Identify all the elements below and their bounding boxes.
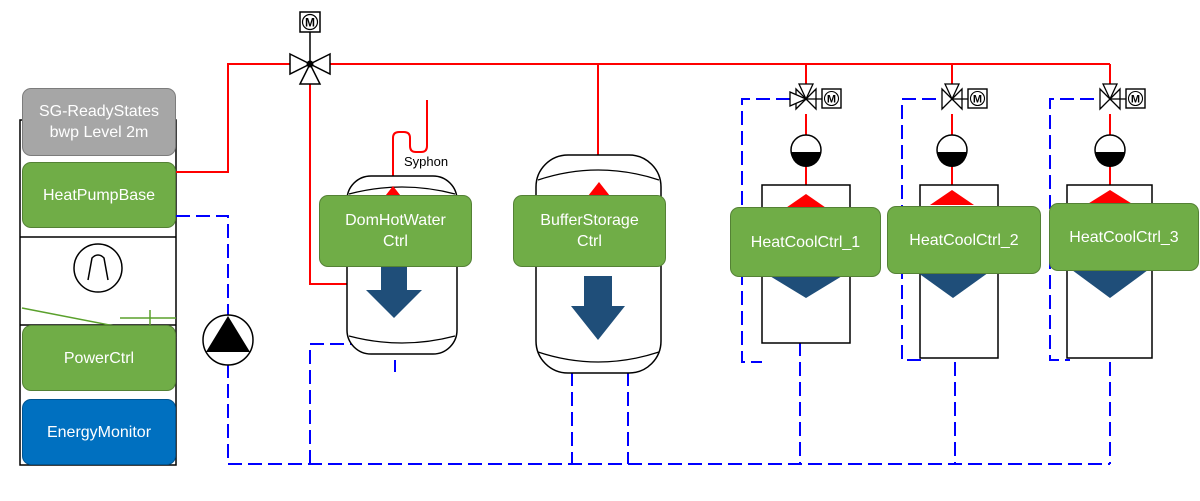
valve-icon (941, 87, 953, 111)
valve-motor-ring (301, 13, 319, 31)
tank-bottom-line (348, 335, 456, 344)
valve-motor-ring (823, 90, 840, 107)
heat-up-arrow-icon (930, 190, 974, 205)
valve-motor-label: M (305, 16, 315, 30)
valve-motor-ring (969, 90, 986, 107)
compressor-icon (73, 243, 123, 293)
valve-icon (789, 91, 808, 107)
valve-icon (1099, 87, 1111, 111)
valve-icon (289, 52, 312, 76)
valve-icon (797, 83, 815, 101)
pump-fill (1095, 152, 1125, 167)
box-label: Ctrl (383, 233, 408, 250)
valve-junction (306, 60, 314, 68)
main-circulation-pump (202, 314, 254, 366)
dom-hot-water-ctrl-box[interactable]: DomHotWater Ctrl (319, 195, 472, 267)
power-ctrl-box[interactable]: PowerCtrl (22, 325, 176, 391)
tank-top-line (537, 169, 660, 181)
supply-pipe (176, 63, 290, 173)
heat-cool-ctrl-3-box[interactable]: HeatCoolCtrl_3 (1049, 203, 1199, 271)
valve-motor-label: M (827, 94, 836, 106)
tank-top-line (348, 186, 456, 195)
valve-icon (943, 83, 961, 101)
box-label: Ctrl (577, 233, 602, 250)
main-three-way-valve: M (289, 11, 331, 85)
tank-bottom-line (537, 351, 660, 363)
box-label: SG-ReadyStates (38, 103, 160, 120)
valve-motor-label: M (1131, 94, 1140, 106)
box-label: PowerCtrl (63, 349, 135, 367)
box-label: EnergyMonitor (46, 423, 152, 441)
box-label: HeatCoolCtrl_2 (909, 231, 1019, 249)
flow-down-arrow-icon (571, 276, 625, 340)
valve-icon (308, 52, 331, 76)
box-label: DomHotWater (345, 212, 446, 229)
pump-fill (791, 152, 821, 167)
valve-motor-label: M (973, 94, 982, 106)
heat-up-arrow-icon (588, 182, 610, 196)
flow-down-arrow-icon (366, 262, 422, 318)
heat-pump-base-box[interactable]: HeatPumpBase (22, 162, 176, 228)
valve-icon (298, 62, 322, 85)
return-pipe (176, 215, 1110, 465)
heat-up-arrow-icon (1086, 190, 1134, 205)
buffer-storage-ctrl-box[interactable]: BufferStorage Ctrl (513, 195, 666, 267)
box-label: HeatCoolCtrl_3 (1069, 228, 1179, 246)
sg-ready-states-box[interactable]: SG-ReadyStates bwp Level 2m (22, 88, 176, 156)
return-pipe (1049, 98, 1094, 361)
heat-cool-ctrl-2-box[interactable]: HeatCoolCtrl_2 (887, 206, 1041, 274)
return-pipe (309, 343, 385, 464)
syphon-label: Syphon (404, 154, 448, 169)
pump-fill (206, 316, 250, 352)
box-label: HeatCoolCtrl_1 (750, 233, 861, 251)
box-label: BufferStorage (540, 212, 639, 229)
compressor-blades-icon (87, 254, 109, 281)
box-label: bwp Level 2m (49, 124, 149, 141)
valve-motor-ring (1127, 90, 1144, 107)
heat-cool-ctrl-1-box[interactable]: HeatCoolCtrl_1 (730, 207, 881, 277)
energy-monitor-box[interactable]: EnergyMonitor (22, 399, 176, 465)
box-label: HeatPumpBase (42, 186, 156, 204)
syphon-pipe (392, 100, 428, 188)
pump-fill (937, 152, 967, 167)
return-pipe (741, 98, 790, 363)
valve-icon (1101, 83, 1119, 101)
